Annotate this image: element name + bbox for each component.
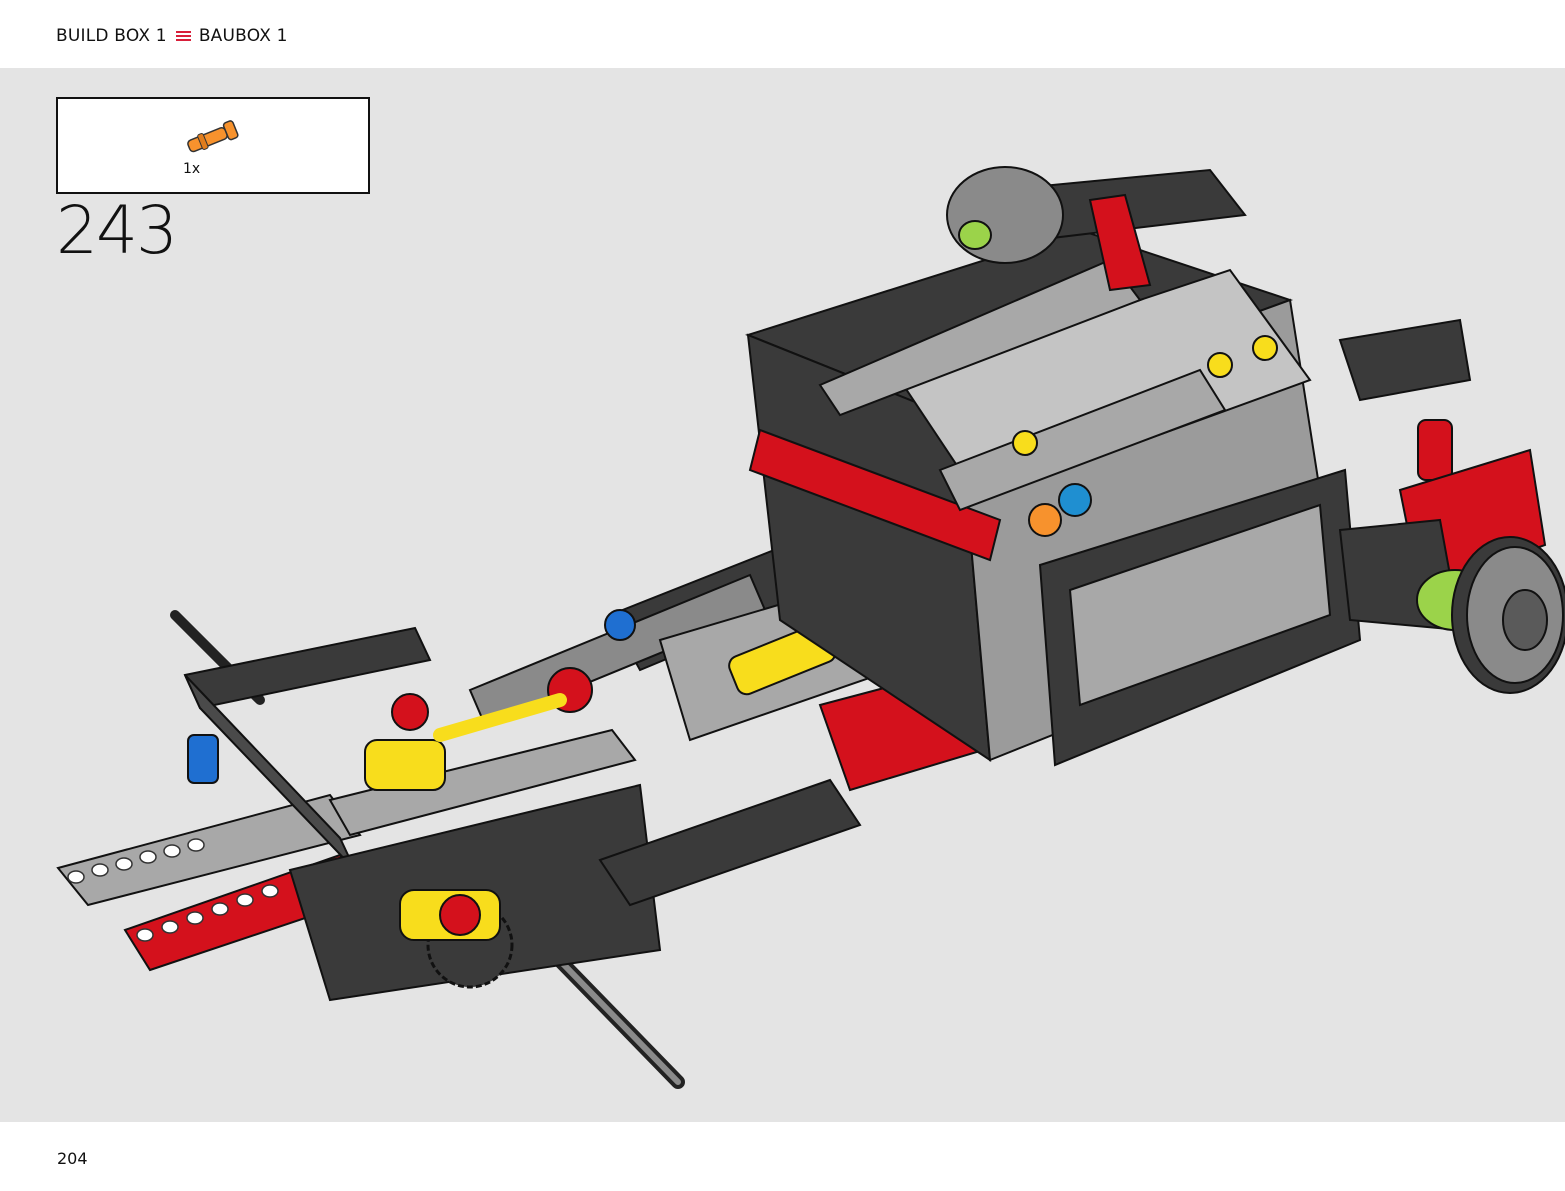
rear-right-hub <box>1451 536 1565 694</box>
breadcrumb: BUILD BOX 1 BAUBOX 1 <box>56 26 288 46</box>
page-footer: 204 <box>0 1122 1565 1191</box>
engine-block <box>818 258 1312 537</box>
build-box-label: BUILD BOX 1 <box>56 26 167 46</box>
step-number: 243 <box>56 192 178 269</box>
chassis-model <box>56 166 1565 1089</box>
part-quantity: 1x <box>183 161 201 177</box>
parts-list-callout: 1x <box>56 97 370 194</box>
baubox-label: BAUBOX 1 <box>198 26 288 46</box>
front-components <box>187 693 501 941</box>
menu-lines-icon <box>175 29 191 43</box>
page-header: BUILD BOX 1 BAUBOX 1 <box>0 0 1565 68</box>
orange-axle-pin-icon <box>187 120 239 153</box>
page-number: 204 <box>57 1149 88 1168</box>
rear-left-hub <box>946 166 1064 264</box>
left-gray-beam <box>56 793 362 907</box>
